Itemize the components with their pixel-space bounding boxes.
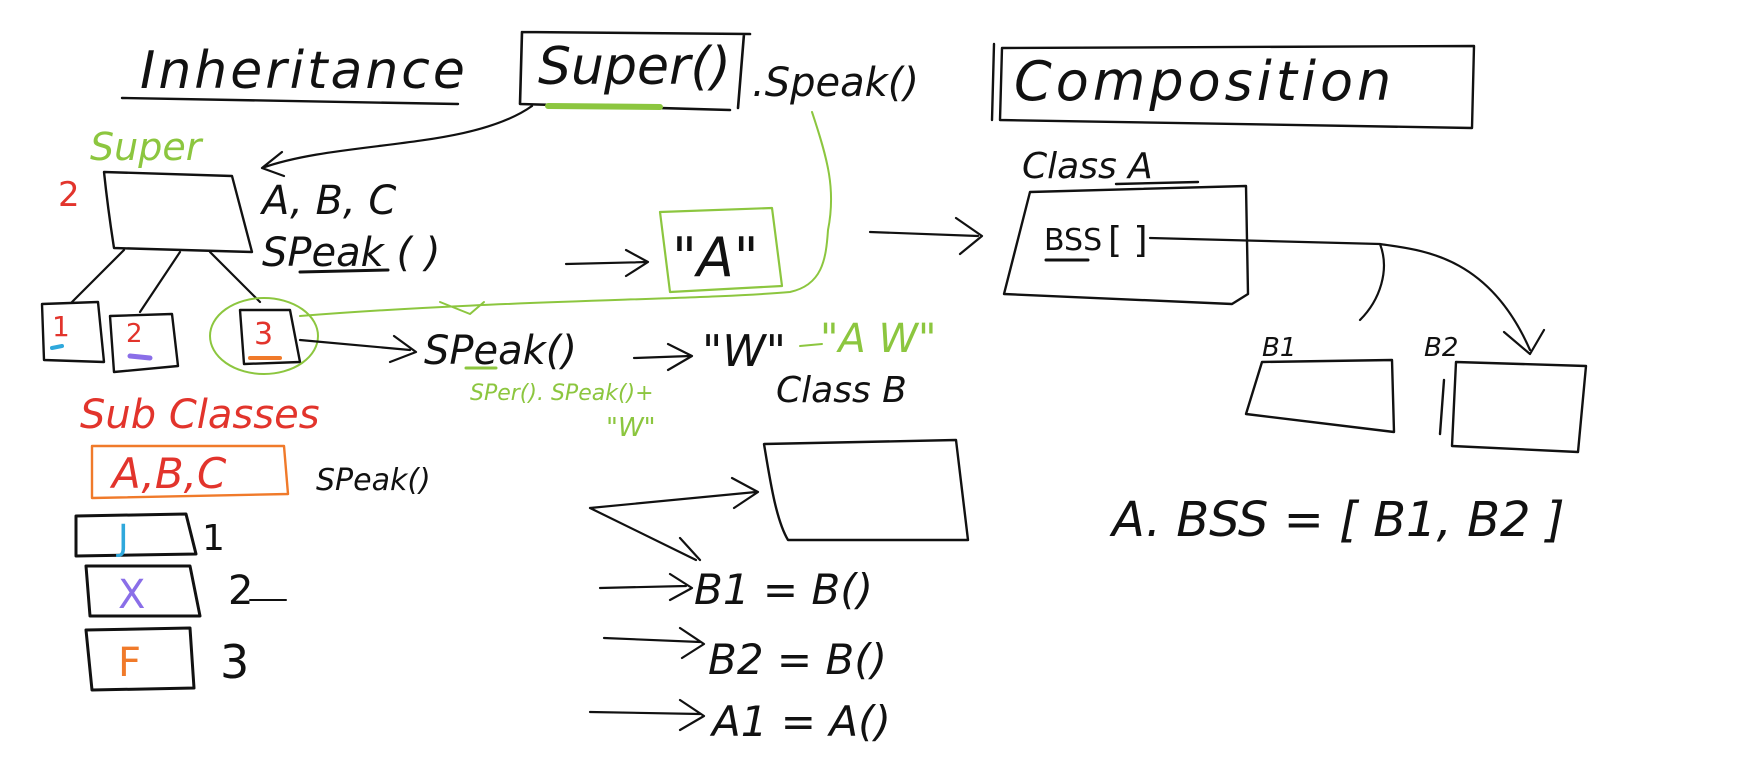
subclasses-letters-box xyxy=(90,444,290,500)
assignment-text: A. BSS = [ B1, B2 ] xyxy=(1109,492,1565,548)
bss-branches xyxy=(1148,236,1546,356)
legend-number-3: 3 xyxy=(220,635,249,689)
sub3-super-call: SPer(). SPeak()+ xyxy=(470,381,654,406)
class-a-title: Class A xyxy=(1022,146,1153,187)
class-a-box xyxy=(1002,184,1250,306)
header: Inheritance Super() .Speak() Composition xyxy=(120,30,1476,130)
super-output-box xyxy=(658,206,784,294)
sub3-super-extra: "W" xyxy=(606,413,656,443)
super-call-text: Super() xyxy=(538,37,731,97)
subclass-3-highlight xyxy=(209,297,319,375)
legend-number-1: 1 xyxy=(202,518,225,559)
legend-item-2: X 2 xyxy=(84,564,287,618)
super-count: 2 xyxy=(58,175,80,215)
legend-item-1: J 1 xyxy=(74,512,225,559)
speak-call-link xyxy=(299,111,833,317)
speak-call-text: .Speak() xyxy=(752,60,919,106)
legend-item-3: F 3 xyxy=(84,626,249,692)
subclass-box-2: 2 xyxy=(108,312,180,374)
composition-title: Composition xyxy=(1014,50,1395,113)
instance-list: B1 = B() B2 = B() A1 = A() xyxy=(588,565,891,746)
instance-arrow-1 xyxy=(598,572,694,602)
super-letters: A, B, C xyxy=(259,178,396,224)
super-method-underline xyxy=(298,268,390,274)
sub3-method: SPeak() xyxy=(424,328,577,374)
legend-mark-2: X xyxy=(118,572,145,618)
composition-box xyxy=(990,42,1476,130)
subclasses-letters: A,B,C xyxy=(109,449,227,498)
subclass-id-3: 3 xyxy=(254,317,273,352)
class-a-slot: [ ] xyxy=(1108,220,1148,261)
inheritance-title-underline xyxy=(120,96,460,106)
legend-mark-1: J xyxy=(116,518,129,559)
child-label-b1: B1 xyxy=(1262,333,1296,363)
class-a-attr: BSS xyxy=(1044,223,1102,258)
to-class-a-arrow xyxy=(868,216,984,256)
legend-mark-3: F xyxy=(118,640,141,686)
class-a-title-underline xyxy=(1114,180,1200,186)
subclass-id-1: 1 xyxy=(52,310,70,343)
subclass-box-1: 1 xyxy=(40,300,106,364)
super-output-arrow xyxy=(564,248,650,278)
composition-diagram: Class A BSS [ ] B1 B2 Class B B1 = B() B… xyxy=(588,146,1588,746)
instance-2: B2 = B() xyxy=(708,635,887,684)
legend-number-2: 2 xyxy=(228,568,253,614)
subclasses-title: Sub Classes xyxy=(80,392,320,438)
speak-call-link-tick xyxy=(439,301,485,315)
child-box-b2 xyxy=(1438,360,1588,454)
class-b-arrow xyxy=(588,476,760,562)
instance-3: A1 = A() xyxy=(709,697,891,746)
super-call-arrow xyxy=(260,104,534,178)
sub3-output-arrow xyxy=(632,342,694,372)
class-b-box xyxy=(762,438,970,542)
super-output: "A" xyxy=(672,226,759,289)
class-b-title: Class B xyxy=(776,370,907,411)
inheritance-title: Inheritance xyxy=(140,41,468,101)
sub3-combined-arrow xyxy=(799,343,823,347)
subclasses-method: SPeak() xyxy=(316,463,431,498)
child-box-b1 xyxy=(1244,358,1396,434)
subclass-id-2: 2 xyxy=(126,319,143,349)
instance-arrow-2 xyxy=(602,626,706,660)
sub3-output: "W" xyxy=(702,326,786,377)
sub3-combined: "A W" xyxy=(820,316,936,362)
sub3-arrow xyxy=(298,334,418,364)
child-label-b2: B2 xyxy=(1424,333,1458,363)
super-class-box xyxy=(102,170,254,254)
super-method: SPeak ( ) xyxy=(262,230,440,276)
subclass-box-3: 3 xyxy=(209,297,319,375)
instance-arrow-3 xyxy=(588,698,706,732)
inheritance-diagram: Super 2 A, B, C SPeak ( ) "A" 1 2 xyxy=(40,104,936,692)
instance-1: B1 = B() xyxy=(694,565,873,614)
inheritance-tree-lines xyxy=(70,248,262,314)
super-call-highlight xyxy=(545,103,663,110)
super-label: Super xyxy=(90,125,204,169)
